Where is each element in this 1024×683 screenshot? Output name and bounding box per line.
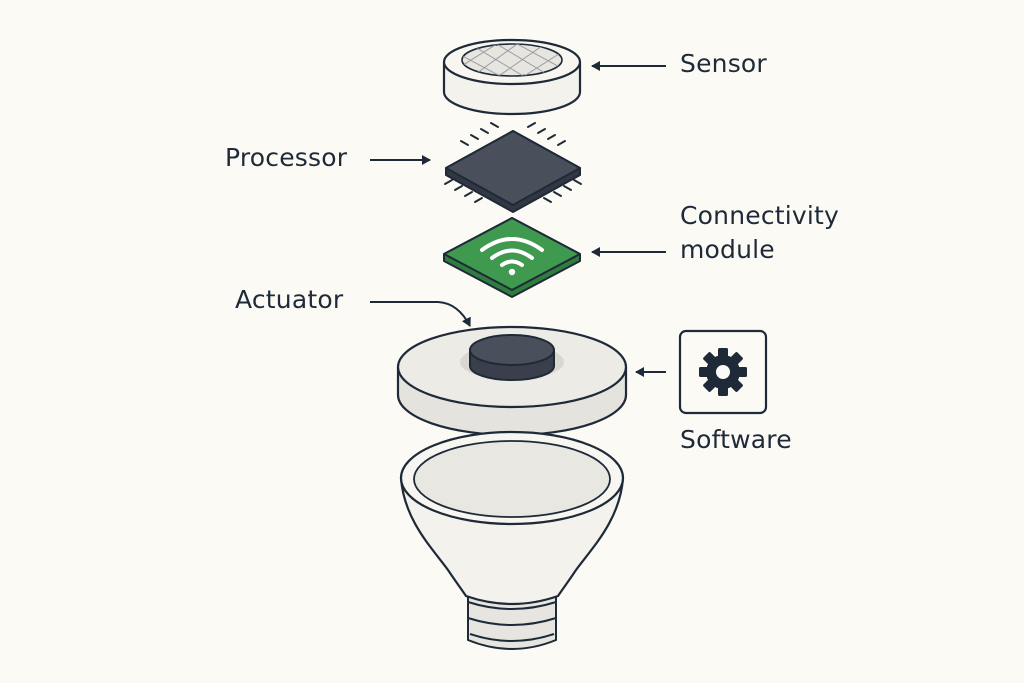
software-icon-box — [678, 329, 768, 415]
bulb-base-shell — [399, 430, 625, 650]
actuator-label: Actuator — [235, 285, 344, 314]
connectivity-label: Connectivity module — [680, 199, 910, 267]
arrow-actuator — [370, 301, 471, 327]
connectivity-label-line2: module — [680, 235, 775, 264]
processor-label: Processor — [225, 143, 348, 172]
sensor-label: Sensor — [680, 49, 767, 78]
gear-icon — [699, 348, 747, 396]
connectivity-label-line1: Connectivity — [680, 201, 840, 230]
processor-component — [444, 122, 582, 213]
sensor-component — [442, 38, 582, 116]
processor-pins — [444, 122, 582, 203]
callout-arrows — [370, 61, 666, 377]
actuator-component — [396, 325, 628, 437]
wifi-icon — [480, 237, 544, 276]
software-label: Software — [680, 425, 792, 454]
connectivity-component — [443, 217, 581, 298]
